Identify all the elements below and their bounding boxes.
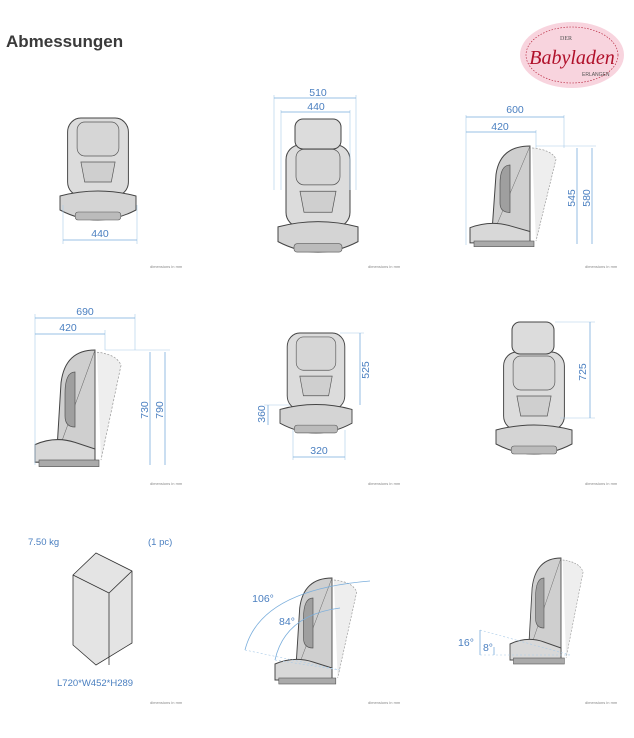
svg-text:16°: 16° — [458, 637, 474, 649]
svg-text:360: 360 — [256, 405, 268, 423]
svg-text:(1 pc): (1 pc) — [148, 537, 172, 548]
svg-text:dimensions in mm: dimensions in mm — [368, 481, 401, 486]
diagram-front-low: 525 360 320 dimensions in mm — [256, 332, 401, 486]
svg-text:690: 690 — [76, 306, 94, 318]
brand-logo: DER Babyladen ERLANGEN — [520, 22, 624, 88]
diagram-front-high: 725 dimensions in mm — [495, 321, 618, 486]
diagram-package: 7.50 kg (1 pc) L720*W452*H289 dimensions… — [28, 537, 183, 705]
svg-text:510: 510 — [309, 87, 327, 99]
svg-text:8°: 8° — [483, 642, 493, 654]
svg-text:420: 420 — [491, 121, 509, 133]
svg-text:525: 525 — [360, 361, 372, 379]
svg-text:106°: 106° — [252, 593, 274, 605]
svg-text:dimensions in mm: dimensions in mm — [150, 264, 183, 269]
svg-text:600: 600 — [506, 104, 524, 116]
svg-text:dimensions in mm: dimensions in mm — [150, 481, 183, 486]
svg-text:7.50 kg: 7.50 kg — [28, 537, 59, 548]
svg-text:440: 440 — [91, 228, 109, 240]
svg-text:dimensions in mm: dimensions in mm — [585, 264, 618, 269]
page-title: Abmessungen — [6, 32, 124, 51]
svg-text:730: 730 — [139, 401, 151, 419]
svg-text:dimensions in mm: dimensions in mm — [150, 700, 183, 705]
svg-text:420: 420 — [59, 322, 77, 334]
diagram-side-extended: 690 420 730 790 dimensions in mm — [34, 306, 183, 486]
svg-text:725: 725 — [577, 363, 589, 381]
svg-text:DER: DER — [560, 36, 572, 42]
svg-text:84°: 84° — [279, 616, 295, 628]
svg-text:Babyladen: Babyladen — [529, 47, 615, 69]
svg-text:440: 440 — [307, 101, 325, 113]
svg-text:790: 790 — [154, 401, 166, 419]
svg-text:dimensions in mm: dimensions in mm — [585, 700, 618, 705]
svg-text:dimensions in mm: dimensions in mm — [368, 700, 401, 705]
svg-text:545: 545 — [566, 189, 578, 207]
diagram-recline-seat: 16° 8° dimensions in mm — [458, 557, 618, 705]
svg-text:dimensions in mm: dimensions in mm — [368, 264, 401, 269]
diagram-front: 440 dimensions in mm — [59, 117, 183, 269]
svg-text:320: 320 — [310, 445, 328, 457]
diagram-side: 600 420 545 580 dimensions in mm — [465, 104, 618, 269]
svg-text:L720*W452*H289: L720*W452*H289 — [57, 678, 133, 689]
diagram-front-extended: 510 440 dimensions in mm — [273, 87, 401, 269]
svg-text:dimensions in mm: dimensions in mm — [585, 481, 618, 486]
svg-text:ERLANGEN: ERLANGEN — [582, 72, 610, 78]
diagram-recline-backrest: 106° 84° dimensions in mm — [244, 577, 401, 705]
svg-text:580: 580 — [581, 189, 593, 207]
